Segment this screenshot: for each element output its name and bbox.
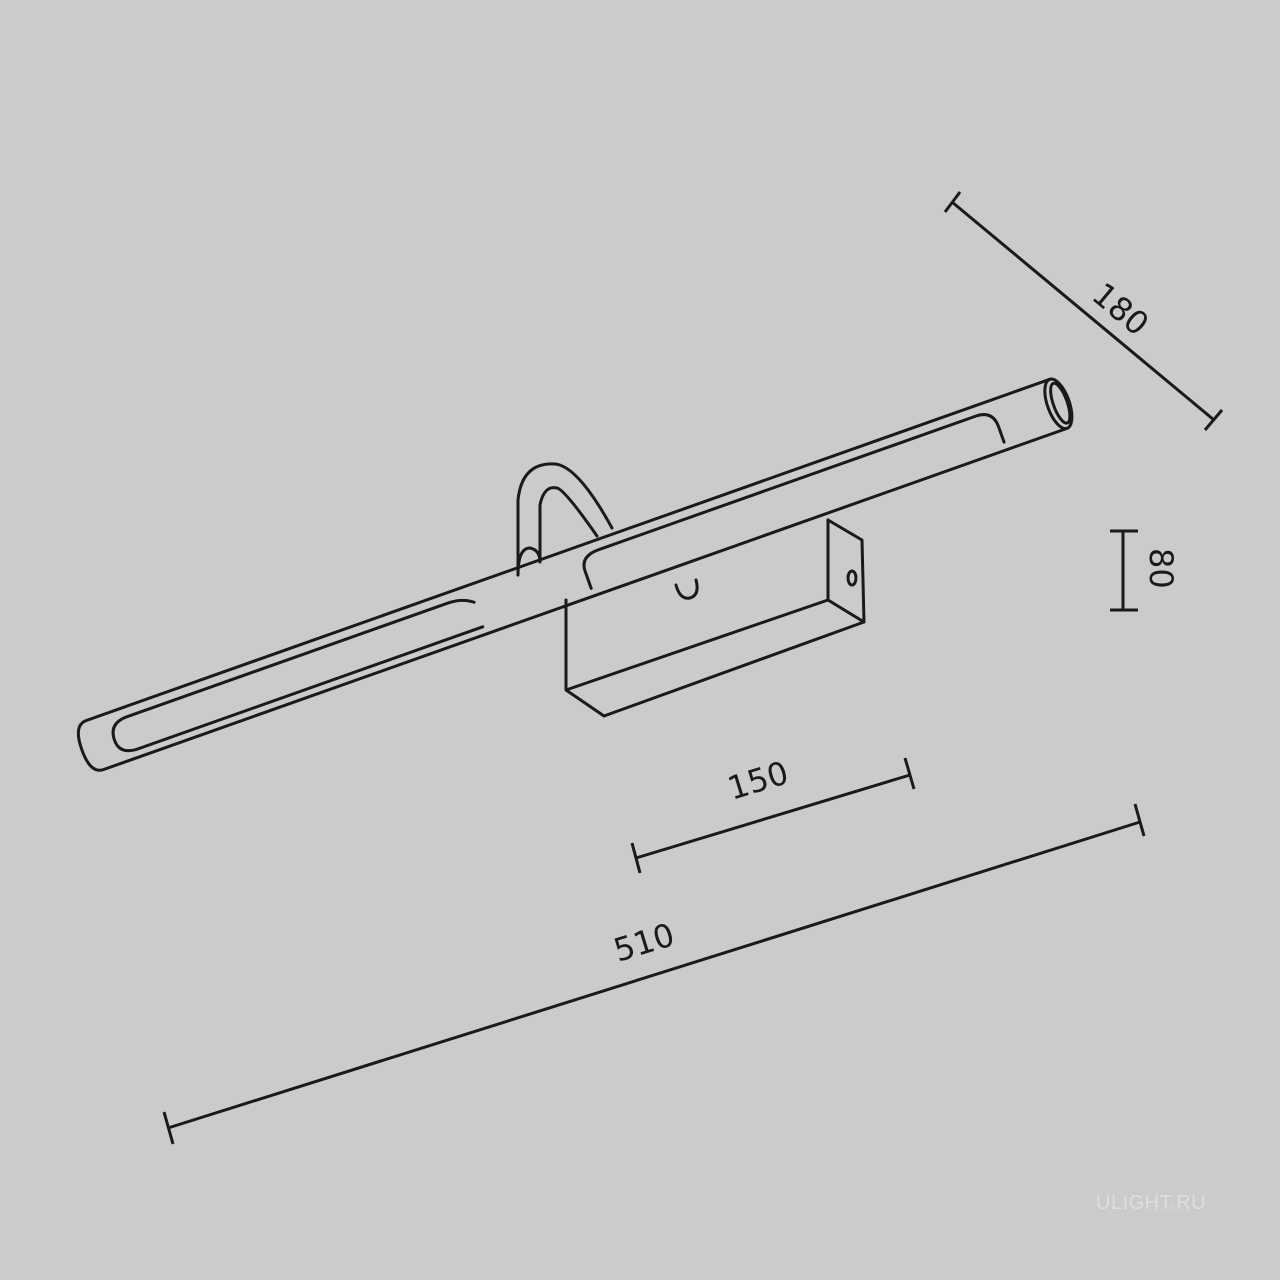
watermark: ULIGHT.RU [1096, 1192, 1207, 1214]
dimension-depth-label: 180 [1085, 275, 1156, 343]
lamp-arm-inner [538, 486, 599, 562]
lamp-arm [516, 462, 614, 577]
arm-joint [516, 546, 542, 577]
led-slot-right [582, 413, 1006, 590]
dimension-base-width: 150 [630, 753, 916, 874]
dimension-total-length: 510 [162, 803, 1146, 1145]
lamp-tube [76, 377, 1074, 772]
dimension-height: 80 [1110, 529, 1180, 612]
dimension-depth: 180 [943, 191, 1224, 431]
dimension-total-length-label: 510 [609, 915, 679, 969]
dimension-height-label: 80 [1142, 548, 1180, 589]
led-slot-left [111, 598, 485, 753]
wall-bracket-box [564, 518, 866, 718]
dimension-base-width-label: 150 [723, 753, 793, 807]
